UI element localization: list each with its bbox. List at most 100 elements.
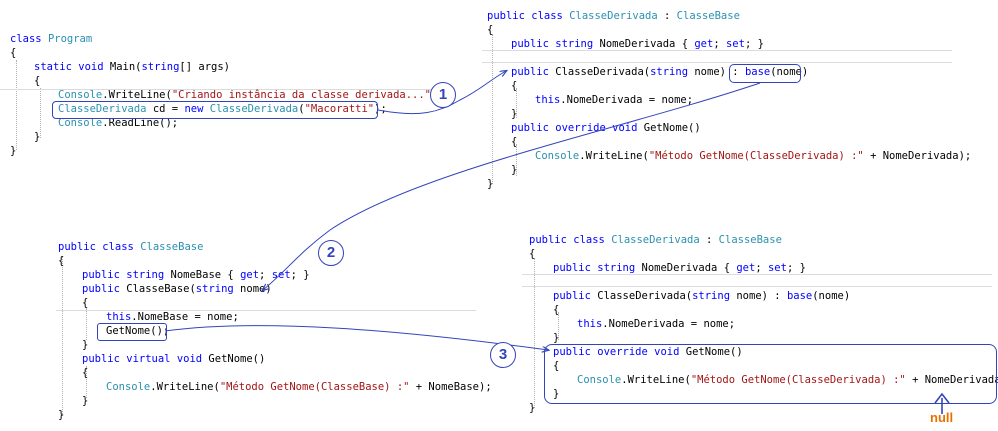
code-text: .NomeDerivada = nome; — [602, 318, 736, 330]
getnome-call-highlight-box — [97, 323, 167, 341]
code-text: ClasseBase( — [119, 283, 196, 295]
step-2-badge: 2 — [318, 240, 344, 266]
editor-line-separator — [0, 89, 440, 90]
code-text: nome) : — [688, 66, 745, 78]
instantiation-highlight-box — [52, 101, 378, 119]
arrow-step1 — [377, 71, 506, 115]
keyword: string — [650, 66, 689, 78]
code-line: this.NomeDerivada = nome; — [535, 94, 693, 108]
code-line: { — [82, 367, 89, 379]
editor-line-separator — [482, 50, 952, 51]
code-line: } — [487, 178, 494, 190]
code-line: this.NomeBase = nome; — [106, 311, 239, 325]
type-name: Console — [58, 117, 103, 129]
type-name: Console — [535, 150, 580, 162]
code-text: : — [657, 10, 677, 22]
code-text: : — [699, 234, 719, 246]
code-line: public string NomeBase { get; set; } — [82, 269, 310, 283]
keyword: public class — [487, 10, 563, 22]
editor-line-separator — [482, 62, 952, 63]
keyword: public class — [529, 234, 605, 246]
code-line: } — [82, 339, 89, 351]
code-text: NomeDerivada { — [593, 38, 695, 50]
code-text: cd = — [146, 103, 185, 115]
keyword: string — [692, 290, 731, 302]
code-text: ; — [259, 269, 272, 281]
type-name: Console — [577, 374, 622, 386]
keyword: string — [195, 283, 234, 295]
keyword: public class — [58, 241, 134, 253]
code-text: nome) : — [730, 290, 787, 302]
keyword: set — [725, 38, 745, 50]
code-text: ClasseDerivada( — [548, 66, 651, 78]
editor-line-separator — [56, 310, 476, 311]
step-3-badge: 3 — [490, 342, 516, 368]
keyword: public — [553, 262, 591, 274]
code-text: GetNome() — [679, 346, 743, 358]
code-line: { — [58, 255, 65, 267]
code-line: { — [487, 24, 494, 36]
editor-line-separator — [522, 274, 992, 275]
code-line: } — [34, 131, 41, 143]
type-name: ClasseDerivada — [611, 234, 700, 246]
keyword: string — [555, 38, 594, 50]
string-literal: "Método GetNome(ClasseBase) :" — [219, 381, 410, 393]
code-line: static void Main(string[] args) — [34, 61, 230, 75]
type-name: ClasseBase — [140, 241, 204, 253]
code-line: { — [553, 360, 560, 372]
keyword: this — [535, 94, 561, 106]
code-line: public class ClasseBase — [58, 241, 203, 255]
code-line: GetNome(); — [106, 325, 170, 337]
keyword: string — [126, 269, 165, 281]
indent-guide — [516, 144, 517, 176]
base-call-highlight-box — [729, 64, 801, 83]
code-text: NomeBase { — [164, 269, 241, 281]
code-text: .WriteLine( — [102, 89, 172, 101]
indent-guide — [40, 88, 41, 138]
code-text: ; } — [744, 38, 764, 50]
code-line: public class ClasseDerivada : ClasseBase — [487, 10, 740, 24]
code-text: .NomeBase = nome; — [131, 311, 239, 323]
null-label: null — [930, 410, 954, 425]
type-name: Console — [58, 89, 103, 101]
keyword: string — [141, 61, 180, 73]
keyword: static void — [34, 61, 104, 73]
keyword: base — [786, 290, 813, 302]
keyword: base — [744, 66, 771, 78]
type-name: ClasseDerivada — [209, 103, 299, 115]
indent-guide — [558, 312, 559, 340]
keyword: class — [10, 33, 42, 45]
type-name: Console — [106, 381, 151, 393]
code-text: .WriteLine( — [621, 374, 691, 386]
indent-guide — [492, 34, 493, 184]
arrow-step3 — [164, 325, 548, 350]
code-line: } — [553, 332, 560, 344]
keyword: string — [597, 262, 636, 274]
code-text: + NomeDerivada); — [863, 150, 972, 162]
code-text: (nome) — [812, 290, 851, 302]
code-line: { — [34, 75, 41, 87]
indent-guide — [16, 60, 17, 150]
code-line: { — [511, 80, 518, 92]
code-line: { — [82, 297, 89, 309]
arrow-step2 — [263, 82, 761, 290]
code-line: { — [10, 47, 17, 59]
code-line: this.NomeDerivada = nome; — [577, 318, 735, 332]
type-name: ClasseDerivada — [569, 10, 658, 22]
type-name: ClasseDerivada — [58, 103, 147, 115]
string-literal: "Método GetNome(ClasseDerivada) :" — [648, 150, 864, 162]
type-name: ClasseBase — [718, 234, 782, 246]
code-line: public string NomeDerivada { get; set; } — [553, 262, 806, 276]
code-line: public ClasseDerivada(string nome) : bas… — [553, 290, 850, 304]
type-name: ClasseBase — [676, 10, 740, 22]
code-text: ; } — [786, 262, 806, 274]
keyword: get — [736, 262, 756, 274]
code-line: } — [82, 395, 89, 407]
code-text: (nome) — [770, 66, 809, 78]
string-literal: "Método GetNome(ClasseDerivada) :" — [690, 374, 906, 386]
string-literal: "Macoratti" — [304, 103, 375, 115]
code-line: Console.WriteLine("Método GetNome(Classe… — [535, 150, 971, 164]
code-line: Console.WriteLine("Método GetNome(Classe… — [106, 381, 492, 395]
keyword: public — [553, 290, 591, 302]
indent-guide — [516, 88, 517, 118]
